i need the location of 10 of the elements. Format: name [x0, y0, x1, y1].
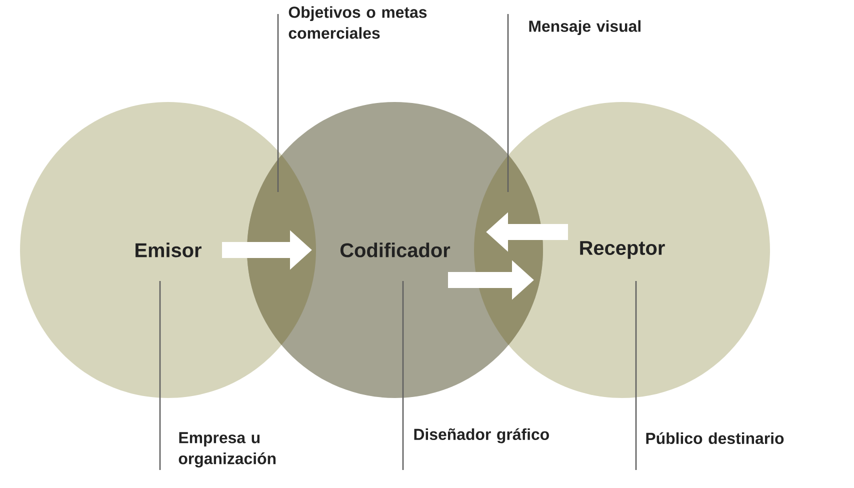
leader-line [635, 280, 637, 470]
annotation-text: Diseñador gráfico [414, 428, 549, 444]
leader-line [159, 280, 161, 470]
annotation-text: Público destinario [646, 432, 784, 444]
annotation-text: Empresa u organización [178, 432, 276, 468]
leader-line [277, 14, 279, 192]
leader-line [507, 14, 509, 192]
annotation-text: Mensaje visual [529, 20, 640, 36]
leader-line [402, 280, 404, 470]
annotation-text: Objetivos o metas comerciales [288, 6, 427, 39]
